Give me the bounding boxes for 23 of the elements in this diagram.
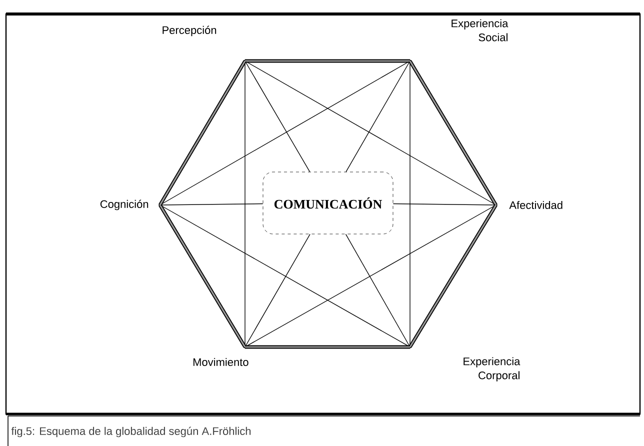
connector-line (345, 234, 410, 348)
center-box: COMUNICACIÓN (262, 172, 394, 234)
connector-line (160, 60, 410, 206)
hexagon-side (245, 345, 410, 349)
vertex-label: Experiencia Corporal (464, 357, 520, 382)
connector-line (392, 203, 496, 206)
hexagon-side (245, 59, 410, 63)
connector-line (346, 60, 410, 172)
vertex-label: Cognición (100, 200, 148, 210)
hexagon-side (408, 60, 498, 206)
vertex-label: Movimiento (193, 358, 248, 366)
connector-line (244, 60, 310, 172)
hexagon-side (408, 204, 498, 348)
hexagon-side (158, 60, 246, 206)
vertex-label: Afectividad (509, 200, 562, 210)
connector-line (244, 60, 496, 206)
connector-line (160, 203, 264, 206)
connector-line (244, 234, 310, 348)
hexagon-side (158, 204, 246, 348)
caption-box: fig.5: Esquema de la globalidad según A.Fröhlich (8, 416, 640, 446)
vertex-label: Percepción (162, 26, 216, 36)
vertex-label: Experiencia Social (452, 19, 508, 42)
connector-line (160, 204, 410, 348)
